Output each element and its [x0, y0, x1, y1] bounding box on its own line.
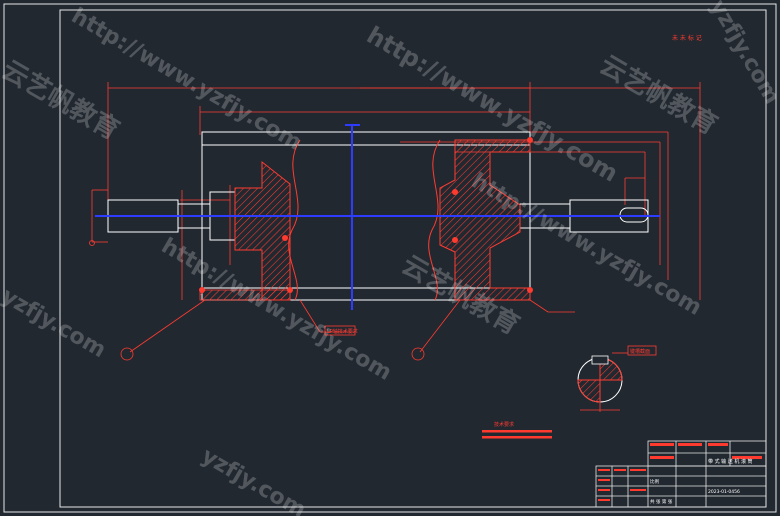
watermark-brand: 云艺帆教育 — [595, 49, 723, 141]
tech-req-label: 技术要求 — [494, 421, 514, 428]
centerlines — [95, 124, 660, 310]
watermark-short-url: yzfjy.com — [0, 284, 110, 364]
right-hub — [439, 139, 531, 301]
label-box-note — [324, 325, 356, 336]
title-block — [595, 440, 767, 508]
watermark-url: http://www.yzfjy.com — [362, 21, 623, 188]
drawing-number: 2023-01-0456 — [708, 489, 740, 495]
outer-frame — [3, 3, 777, 513]
scale-label: 比例 — [650, 478, 659, 485]
left-hub — [199, 160, 291, 301]
leader-lines — [120, 299, 575, 361]
key-section — [577, 352, 628, 412]
watermark-short-url: yzfjy.com — [705, 0, 780, 108]
top-right-label: 未 未 标 记 — [672, 34, 702, 42]
sheet-label: 共 张 第 张 — [650, 498, 673, 505]
watermark-url: http://www.yzfjy.com — [157, 234, 396, 386]
drawing-name: 带 式 输 送 机 滚 筒 — [708, 458, 753, 465]
note-label: LP轴技术要求 — [327, 328, 358, 335]
title-block-redbars — [482, 430, 762, 501]
left-dimensions — [89, 185, 231, 300]
watermark-short-url: yzfjy.com — [197, 444, 310, 516]
watermark-brand: 云艺帆教育 — [397, 249, 525, 341]
watermark-brand: 云艺帆教育 — [0, 54, 125, 146]
break-lines — [288, 139, 441, 301]
section-label: 键槽截面 — [630, 348, 650, 355]
arrow-marks — [199, 137, 533, 293]
label-box-section — [627, 345, 657, 356]
watermark-url: http://www.yzfjy.com — [467, 169, 706, 321]
inner-frame — [59, 9, 767, 508]
